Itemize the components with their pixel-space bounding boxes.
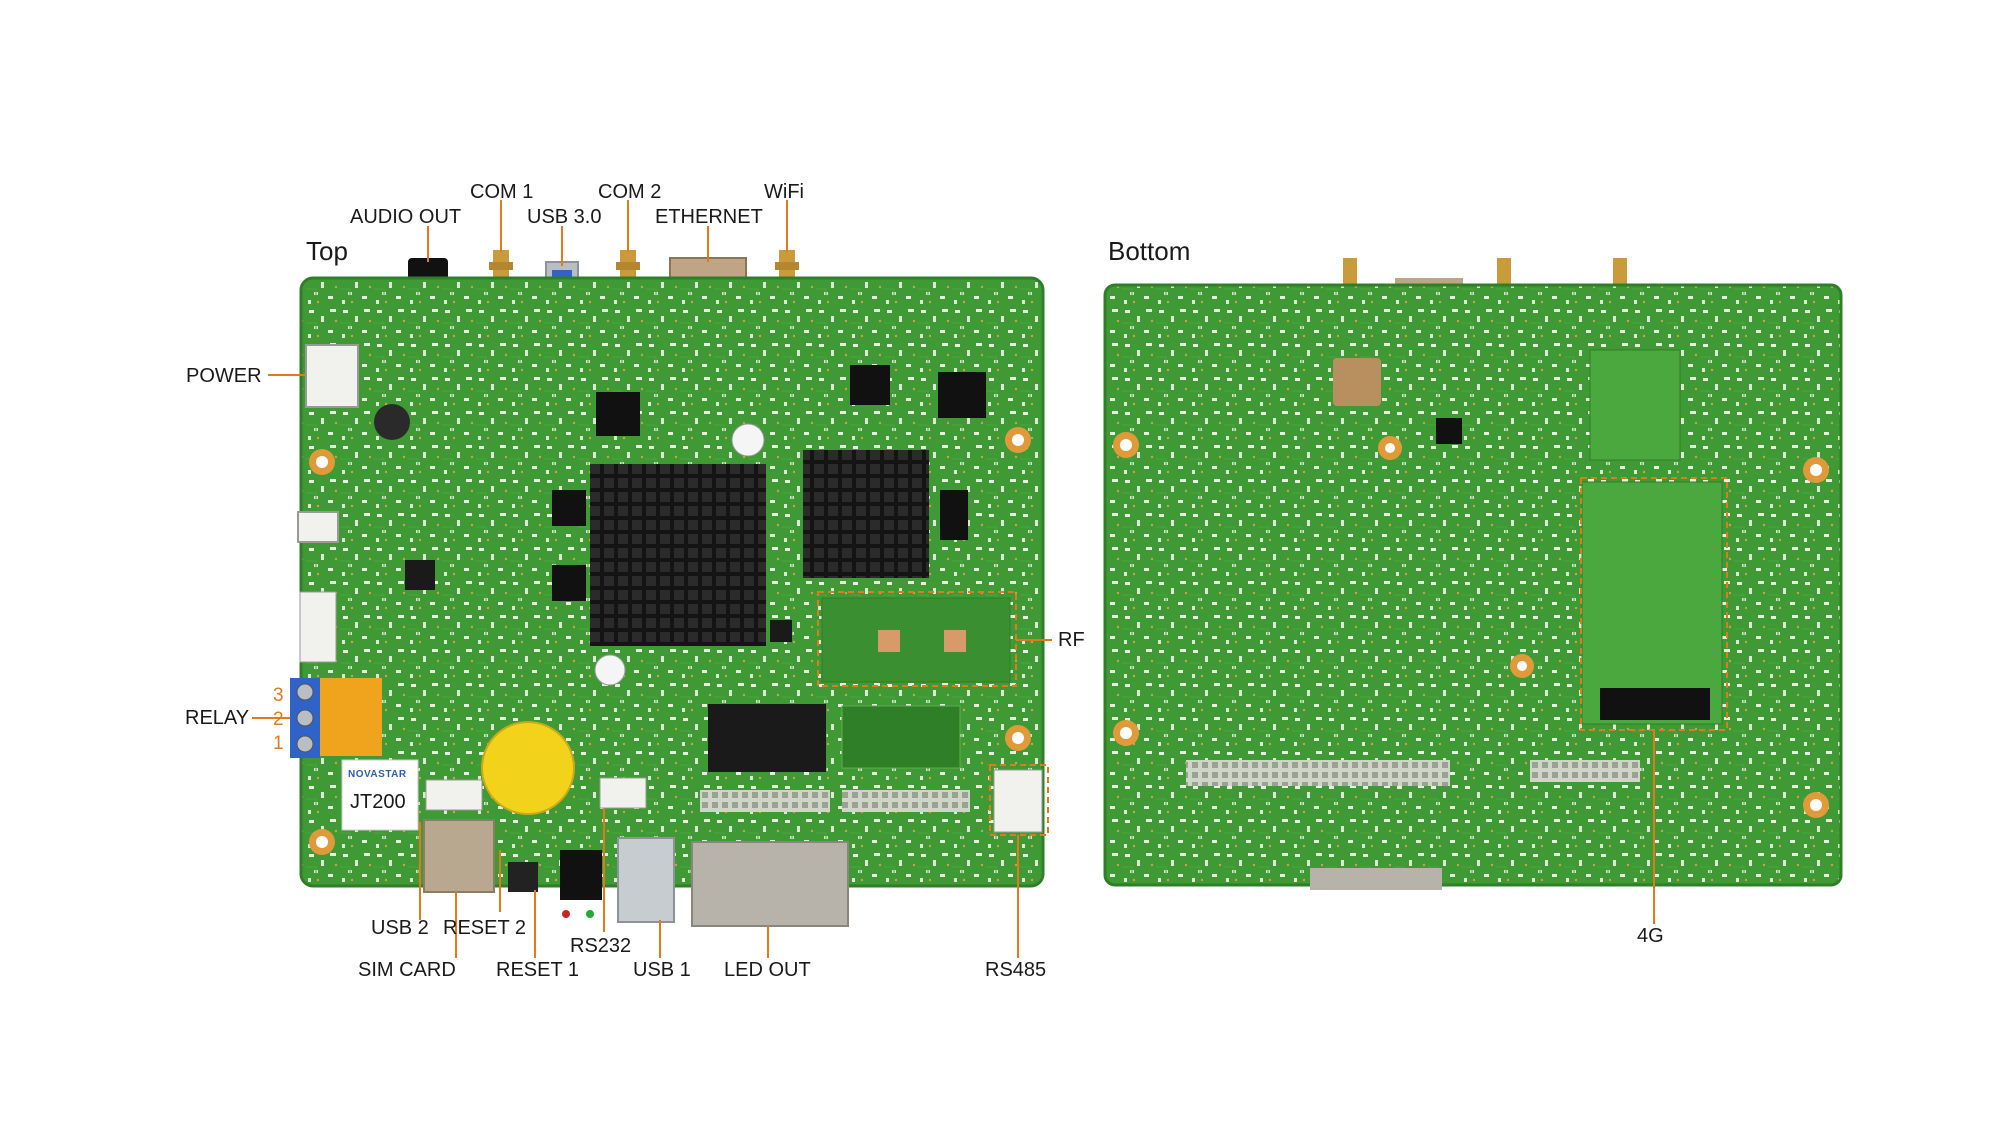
- label-power: POWER: [186, 365, 262, 387]
- board-brand: NOVASTAR: [348, 769, 407, 780]
- secondary-heatsink: [803, 450, 929, 578]
- 4g-module-slot: [1600, 688, 1710, 720]
- top-title: Top: [306, 236, 348, 266]
- label-com2: COM 2: [598, 181, 662, 203]
- label-wifi: WiFi: [764, 181, 804, 203]
- relay-pin-2: 2: [273, 709, 284, 730]
- top-board: [290, 250, 1049, 927]
- board-model: JT200: [350, 791, 406, 813]
- relay: [320, 678, 382, 756]
- cpu-heatsink: [590, 464, 766, 646]
- label-audio-out: AUDIO OUT: [350, 206, 462, 228]
- bottom-board: [1103, 258, 1843, 890]
- relay-pin-3: 3: [273, 685, 284, 706]
- rs485-dashed-box: [989, 764, 1049, 836]
- power-connector: [305, 344, 359, 408]
- led-out-connector: [691, 841, 849, 927]
- label-reset1: RESET 1: [496, 959, 579, 981]
- label-usb1: USB 1: [633, 959, 691, 981]
- bottom-pcb: [1105, 285, 1841, 885]
- fan-connector: [297, 511, 339, 543]
- label-led-out: LED OUT: [724, 959, 811, 981]
- label-sim-card: SIM CARD: [358, 959, 456, 981]
- relay-pin-1: 1: [273, 733, 284, 754]
- board-sticker: [341, 759, 419, 831]
- label-usb2: USB 2: [371, 917, 429, 939]
- led-indicators: [560, 850, 602, 900]
- label-ethernet: ETHERNET: [655, 206, 763, 228]
- bottom-title: Bottom: [1108, 236, 1191, 266]
- leader-lines: [252, 200, 1655, 958]
- sim-card-slot: [423, 819, 495, 893]
- label-relay: RELAY: [185, 707, 250, 729]
- label-4g: 4G: [1637, 925, 1664, 947]
- label-reset2: RESET 2: [443, 917, 526, 939]
- coin-cell-battery: [481, 721, 575, 815]
- label-usb30: USB 3.0: [527, 206, 602, 228]
- usb1-port: [617, 837, 675, 923]
- label-com1: COM 1: [470, 181, 534, 203]
- label-rs232: RS232: [570, 935, 632, 957]
- label-rs485: RS485: [985, 959, 1047, 981]
- label-rf: RF: [1058, 629, 1085, 651]
